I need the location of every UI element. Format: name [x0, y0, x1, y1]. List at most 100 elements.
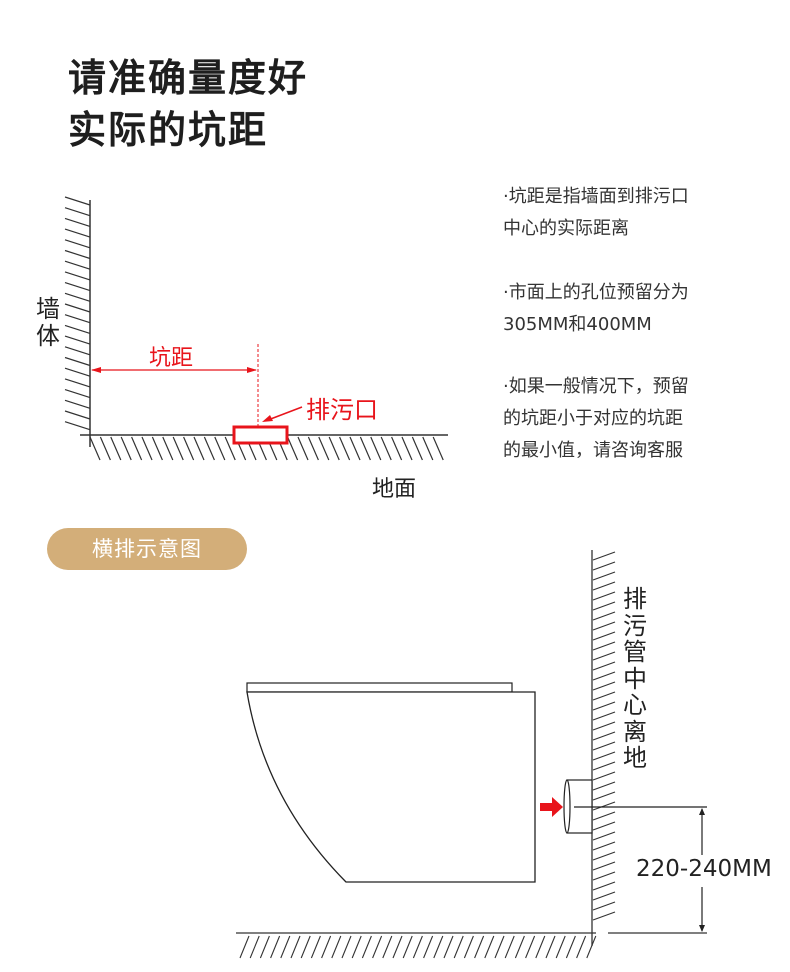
floor-hatch-1	[89, 436, 444, 461]
hatch-line	[592, 821, 616, 831]
hatch-line	[592, 621, 616, 631]
hatch-line	[89, 436, 101, 461]
hatch-line	[64, 389, 91, 399]
hatch-line	[494, 935, 505, 959]
hatch-line	[203, 436, 215, 461]
hatch-line	[592, 861, 616, 871]
hatch-line	[463, 935, 474, 959]
hatch-line	[592, 851, 616, 861]
note-3-line-3: 的最小值，请咨询客服	[503, 440, 683, 461]
distance-arrow	[91, 367, 257, 373]
hatch-line	[310, 935, 321, 959]
section-badge: 横排示意图	[47, 528, 247, 570]
hatch-line	[64, 421, 91, 431]
hatch-line	[339, 436, 351, 461]
height-label: 220-240MM	[636, 856, 772, 882]
hatch-line	[382, 935, 393, 959]
hatch-line	[64, 217, 91, 227]
hatch-line	[64, 249, 91, 260]
hatch-line	[391, 436, 403, 461]
hatch-line	[592, 711, 616, 721]
outlet-box	[232, 425, 289, 445]
hatch-line	[504, 935, 515, 959]
hatch-line	[64, 303, 91, 313]
hatch-line	[592, 631, 616, 641]
hatch-line	[433, 935, 444, 959]
hatch-line	[64, 292, 91, 302]
hatch-line	[586, 935, 597, 959]
hatch-line	[64, 271, 91, 281]
vertical-char: 排	[623, 585, 647, 613]
vertical-char: 污	[623, 611, 647, 640]
hatch-line	[172, 436, 184, 461]
note-3-line-1: ·如果一般情况下，预留	[503, 376, 689, 397]
hatch-line	[64, 239, 91, 249]
wall-hatch-2	[592, 551, 616, 921]
hatch-line	[287, 436, 299, 461]
hatch-line	[592, 691, 616, 701]
floor-hatch-2	[239, 935, 597, 959]
hatch-line	[423, 935, 434, 959]
hatch-line	[249, 935, 260, 959]
hatch-line	[380, 436, 392, 461]
hatch-line	[64, 324, 91, 334]
hatch-line	[239, 935, 250, 959]
hatch-line	[318, 436, 330, 461]
hatch-line	[64, 346, 91, 356]
page-title-line-1: 请准确量度好	[68, 56, 309, 100]
hatch-line	[474, 935, 485, 959]
hatch-line	[259, 935, 270, 959]
floor-label: 地面	[372, 477, 417, 502]
hatch-line	[592, 841, 616, 851]
hatch-line	[592, 611, 616, 621]
hatch-line	[392, 935, 403, 959]
height-dimension-arrow	[699, 808, 705, 932]
hatch-line	[592, 781, 616, 791]
hatch-line	[592, 651, 616, 661]
hatch-line	[592, 791, 616, 801]
hatch-line	[300, 935, 311, 959]
hatch-line	[592, 891, 616, 901]
hatch-line	[331, 935, 342, 959]
hatch-line	[341, 935, 352, 959]
hatch-line	[64, 378, 91, 388]
hatch-line	[592, 771, 616, 781]
vertical-char: 离	[623, 717, 647, 746]
hatch-line	[592, 721, 616, 731]
outlet-label: 排污口	[306, 396, 378, 424]
hatch-line	[64, 196, 91, 206]
hatch-line	[592, 731, 616, 741]
hatch-line	[525, 935, 536, 959]
hatch-line	[64, 282, 91, 292]
hatch-line	[592, 581, 616, 591]
hatch-line	[484, 935, 495, 959]
hatch-line	[592, 811, 616, 821]
hatch-line	[64, 410, 91, 420]
note-2-line-1: ·市面上的孔位预留分为	[503, 282, 689, 303]
note-3: ·如果一般情况下，预留 的坑距小于对应的坑距 的最小值，请咨询客服	[503, 371, 689, 467]
hatch-line	[321, 935, 332, 959]
hatch-line	[592, 911, 616, 921]
hatch-line	[359, 436, 371, 461]
hatch-line	[351, 935, 362, 959]
hatch-line	[372, 935, 383, 959]
hatch-line	[297, 436, 309, 461]
hatch-line	[432, 436, 444, 461]
note-3-line-2: 的坑距小于对应的坑距	[503, 408, 683, 429]
toilet-lid	[246, 682, 513, 693]
hatch-line	[535, 935, 546, 959]
hatch-line	[110, 436, 122, 461]
hatch-line	[64, 314, 91, 324]
hatch-line	[592, 901, 616, 911]
hatch-line	[64, 356, 91, 367]
hatch-line	[565, 935, 576, 959]
hatch-line	[453, 935, 464, 959]
hatch-line	[592, 671, 616, 681]
distance-label: 坑距	[149, 346, 194, 371]
hatch-line	[131, 436, 143, 461]
hatch-line	[151, 436, 163, 461]
hatch-line	[64, 335, 91, 345]
hatch-line	[193, 436, 205, 461]
hatch-line	[592, 701, 616, 711]
hatch-line	[280, 935, 291, 959]
